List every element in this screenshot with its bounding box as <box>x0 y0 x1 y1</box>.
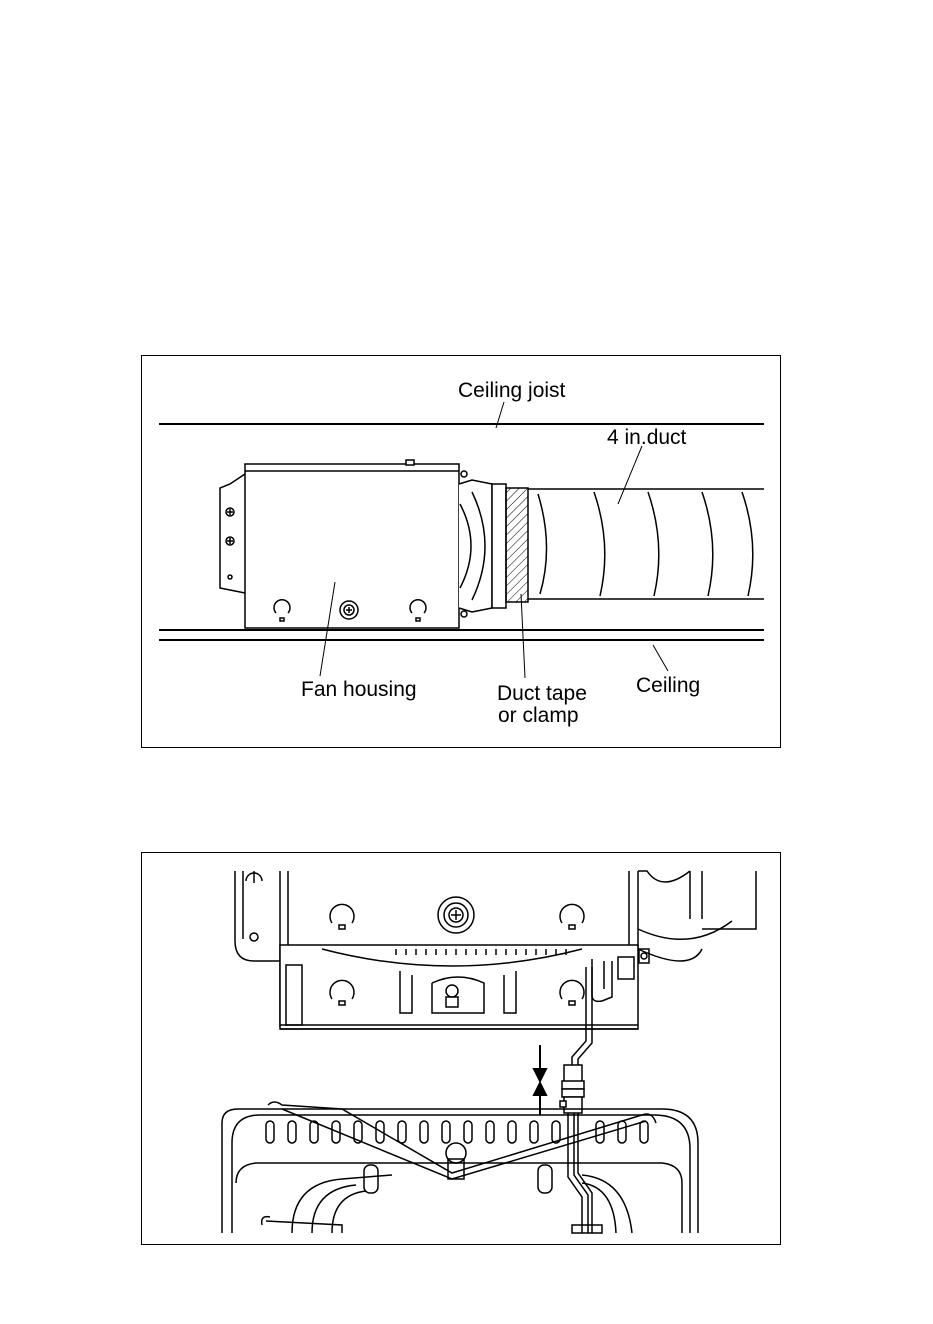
mounting-bracket <box>220 474 245 593</box>
bracket-nut-icon <box>446 985 458 997</box>
grille-wire-harness <box>568 1113 602 1233</box>
connect-arrows <box>534 1045 546 1115</box>
label-duct-tape-line2: or clamp <box>498 705 579 727</box>
label-duct: 4 in.duct <box>607 427 686 449</box>
housing-box-drawing <box>280 871 638 1029</box>
corner-screw-icon <box>246 871 262 883</box>
label-ceiling-joist: Ceiling joist <box>458 380 565 402</box>
figure-wiring-connection <box>141 852 781 1245</box>
label-fan-housing: Fan housing <box>301 679 417 701</box>
arrow-up-icon <box>534 1083 546 1095</box>
duct-collar <box>459 480 506 612</box>
duct-tape-band <box>506 488 528 602</box>
duct-collar-right <box>638 871 756 963</box>
label-duct-tape-line1: Duct tape <box>497 683 587 705</box>
grille-slots <box>266 1121 648 1143</box>
housing-flange <box>235 871 280 961</box>
label-ceiling: Ceiling <box>636 675 700 697</box>
wiring-connection-drawing <box>142 853 782 1246</box>
upper-connector-plug <box>562 1065 584 1089</box>
grille-drawing <box>222 1102 698 1233</box>
flex-duct-drawing <box>528 489 764 599</box>
center-screw-icon <box>438 897 474 933</box>
figure-duct-installation: Ceiling joist 4 in.duct Fan housing Duct… <box>141 355 781 748</box>
fan-housing-drawing <box>245 460 467 628</box>
arrow-down-icon <box>534 1069 546 1081</box>
